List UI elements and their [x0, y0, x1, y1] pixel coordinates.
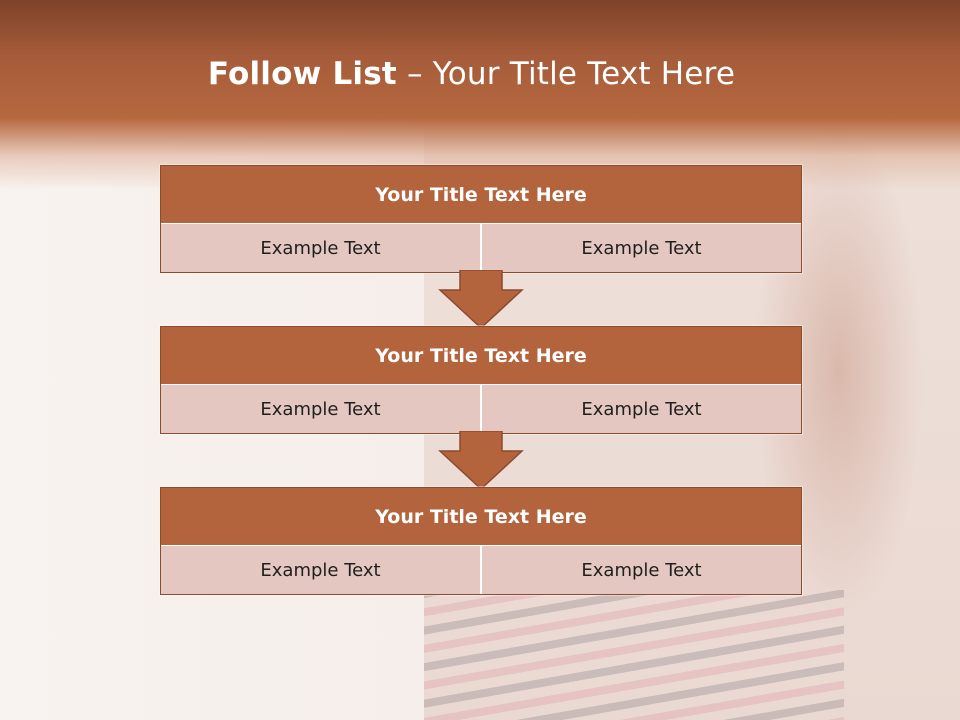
step-3-right-cell: Example Text — [480, 546, 801, 594]
step-block-1: Your Title Text Here Example Text Exampl… — [160, 165, 802, 273]
down-arrow-icon — [438, 270, 524, 330]
title-bold-part: Follow List — [207, 56, 397, 92]
step-3-row: Example Text Example Text — [161, 546, 801, 594]
step-block-3: Your Title Text Here Example Text Exampl… — [160, 487, 802, 595]
step-3-left-cell: Example Text — [161, 546, 480, 594]
title-rest-part: – Your Title Text Here — [396, 56, 736, 92]
step-2-row: Example Text Example Text — [161, 385, 801, 433]
step-1-right-cell: Example Text — [480, 224, 801, 272]
header-band — [0, 0, 960, 190]
step-3-title: Your Title Text Here — [161, 488, 801, 546]
step-2-right-cell: Example Text — [480, 385, 801, 433]
slide-title: Follow List – Your Title Text Here — [0, 56, 943, 92]
step-block-2: Your Title Text Here Example Text Exampl… — [160, 326, 802, 434]
down-arrow-icon — [438, 431, 524, 491]
step-1-row: Example Text Example Text — [161, 224, 801, 272]
step-2-title: Your Title Text Here — [161, 327, 801, 385]
step-2-left-cell: Example Text — [161, 385, 480, 433]
step-1-title: Your Title Text Here — [161, 166, 801, 224]
photo-striped-shirt — [424, 590, 844, 720]
step-1-left-cell: Example Text — [161, 224, 480, 272]
